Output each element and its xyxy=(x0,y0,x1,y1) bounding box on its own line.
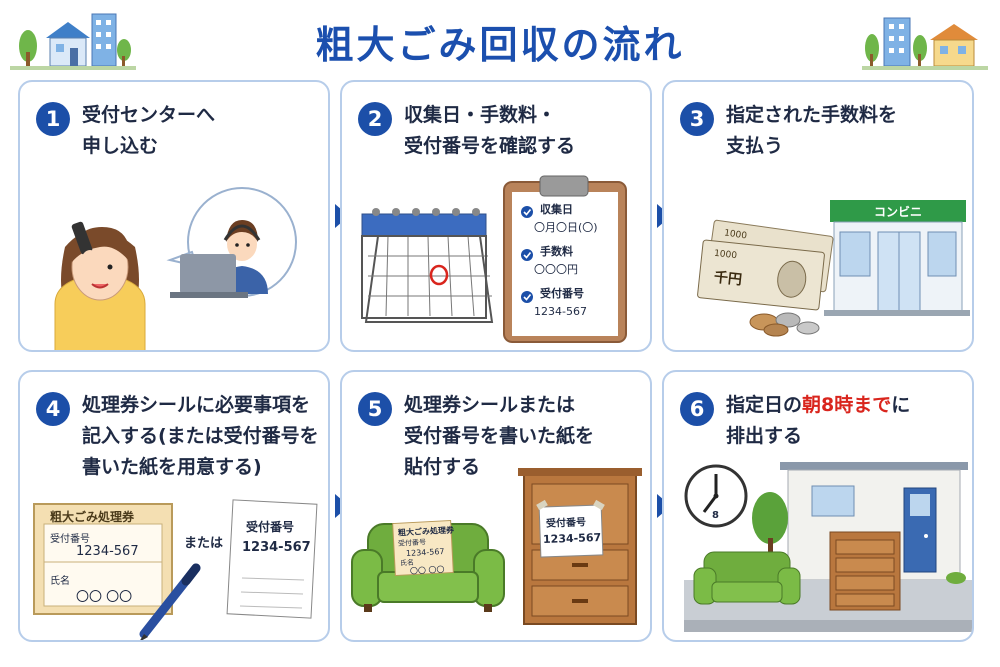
step-number-badge: 3 xyxy=(680,102,714,136)
step-number-badge: 5 xyxy=(358,392,392,426)
paper-label: 受付番号 xyxy=(246,520,295,534)
step-description: 指定された手数料を 支払う xyxy=(726,100,964,162)
money-icon xyxy=(697,219,834,337)
dresser-paper-number: 1234-567 xyxy=(542,530,602,547)
step-line: 処理券シールに必要事項を xyxy=(82,394,311,416)
step-number-badge: 6 xyxy=(680,392,714,426)
bill-label: 千円 xyxy=(713,269,743,289)
step-description: 処理券シールまたは 受付番号を書いた紙を 貼付する xyxy=(404,390,642,483)
step-line: 支払う xyxy=(726,135,784,157)
step-description: 処理券シールに必要事項を 記入する(または受付番号を 書いた紙を用意する) xyxy=(82,390,320,483)
ticket-name-label: 氏名 xyxy=(50,576,70,587)
town-left-icon xyxy=(10,13,136,70)
step-line: 受付センターへ xyxy=(82,104,216,126)
step-line: 指定日の朝8時までに xyxy=(726,390,964,421)
step-line: 排出する xyxy=(726,421,964,452)
house-curbside-icon xyxy=(684,462,972,632)
clipboard-value: 〇〇〇円 xyxy=(534,263,578,276)
step-line: 受付番号を確認する xyxy=(404,135,576,157)
calendar-icon xyxy=(361,208,494,323)
deadline-emphasis: 朝8時まで xyxy=(802,394,892,416)
step-description: 指定日の朝8時までに 排出する xyxy=(726,390,964,452)
step-line: 指定された手数料を xyxy=(726,104,898,126)
step-card-4: 4 処理券シールに必要事項を 記入する(または受付番号を 書いた紙を用意する) … xyxy=(18,370,330,642)
step-number-badge: 4 xyxy=(36,392,70,426)
ticket-number-label: 受付番号 xyxy=(50,534,90,545)
clock-label: 8 xyxy=(712,510,719,521)
convenience-store-icon xyxy=(824,200,970,316)
step-line: 申し込む xyxy=(82,135,159,157)
paper-number: 1234-567 xyxy=(242,540,311,555)
ticket-title: 粗大ごみ処理券 xyxy=(50,510,135,524)
clock-icon xyxy=(684,464,748,528)
clipboard-value: 1234-567 xyxy=(534,305,587,318)
clipboard-label: 手数料 xyxy=(540,245,573,258)
step-text-part: 排出する xyxy=(726,425,803,447)
store-sign: コンビニ xyxy=(873,205,922,219)
step-card-3: 3 指定された手数料を 支払う コンビニ 1000 1000 千円 xyxy=(662,80,974,352)
step-description: 受付センターへ 申し込む xyxy=(82,100,320,162)
step-line: 記入する(または受付番号を xyxy=(82,425,319,447)
step-line: 収集日・手数料・ xyxy=(404,104,557,126)
step-card-2: 2 収集日・手数料・ 受付番号を確認する xyxy=(340,80,652,352)
dresser-paper-label: 受付番号 xyxy=(545,517,587,530)
clipboard-icon xyxy=(503,175,627,343)
step-text-part: 指定日の xyxy=(726,394,803,416)
step-card-6: 6 指定日の朝8時までに 排出する 8 xyxy=(662,370,974,642)
step-card-1: 1 受付センターへ 申し込む xyxy=(18,80,330,352)
clipboard-value: 〇月〇日(〇) xyxy=(534,221,598,234)
ticket-name: 〇〇 〇〇 xyxy=(76,590,133,605)
step-number-badge: 1 xyxy=(36,102,70,136)
page-title: 粗大ごみ回収の流れ xyxy=(315,23,685,67)
step-line: 受付番号を書いた紙を xyxy=(404,425,595,447)
phone-call-illustration xyxy=(54,187,297,350)
step-card-5: 5 処理券シールまたは 受付番号を書いた紙を 貼付する 粗大ごみ処理券 受付番号… xyxy=(340,370,652,642)
step-text-part: に xyxy=(891,394,911,416)
town-right-icon xyxy=(862,17,988,70)
ticket-number: 1234-567 xyxy=(76,544,139,559)
step-description: 収集日・手数料・ 受付番号を確認する xyxy=(404,100,642,162)
step-line: 処理券シールまたは xyxy=(404,394,576,416)
step-number-badge: 2 xyxy=(358,102,392,136)
clipboard-label: 収集日 xyxy=(540,203,573,216)
or-label: または xyxy=(184,536,224,551)
dresser-icon xyxy=(518,468,642,625)
step-line: 貼付する xyxy=(404,456,481,478)
ticket-illustration xyxy=(33,499,318,640)
clipboard-label: 受付番号 xyxy=(540,287,584,300)
step-line: 書いた紙を用意する) xyxy=(82,456,262,478)
clipboard-list: 収集日 〇月〇日(〇) 手数料 〇〇〇円 受付番号 1234-567 xyxy=(534,203,640,319)
sofa-icon xyxy=(351,519,505,612)
